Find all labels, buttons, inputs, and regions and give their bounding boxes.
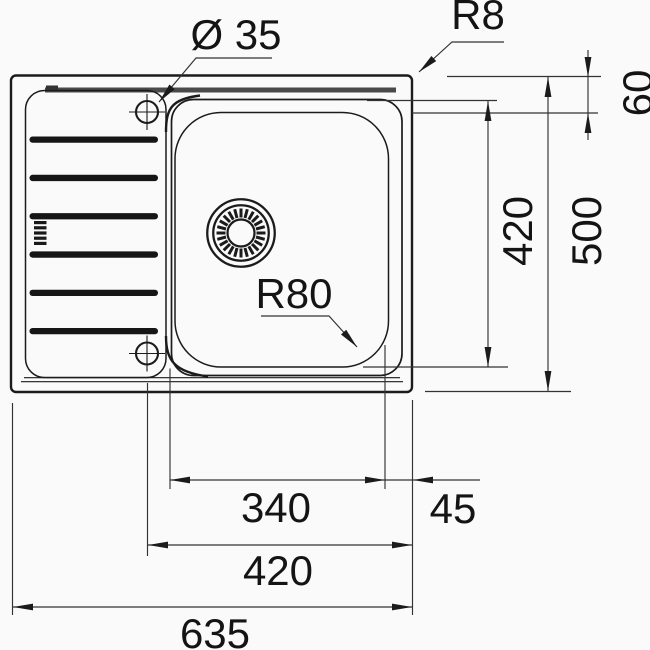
label-bowl-corner-radius: R80	[255, 270, 332, 317]
arrowhead	[341, 329, 357, 347]
arrowhead	[419, 56, 437, 72]
dim-label-500: 500	[563, 196, 610, 266]
drain-flange-inner	[212, 204, 270, 262]
drainboard-rib	[29, 328, 158, 335]
dim-label-420-bottom: 420	[243, 547, 313, 594]
sink-body	[9, 74, 414, 394]
drainboard-rib	[29, 289, 158, 296]
dim-label-60: 60	[614, 70, 650, 117]
deck-curve-top	[164, 94, 201, 133]
dim-label-420-right-wrap: 420	[494, 196, 541, 266]
rim-top-notch	[46, 85, 58, 90]
callout-tap-hole-diameter: Ø 35	[158, 11, 282, 103]
drainboard-outline	[24, 89, 167, 379]
arrowhead	[584, 113, 592, 133]
drainboard-rib	[29, 251, 158, 258]
leader-r80	[261, 315, 358, 348]
dim-label-340: 340	[241, 484, 311, 531]
arrowhead	[170, 476, 190, 484]
arrowhead	[484, 347, 492, 367]
bowl-bottom-edge-r80	[174, 111, 390, 368]
drainboard	[24, 89, 167, 379]
arrowhead	[392, 541, 412, 549]
brand-label-stripes	[34, 221, 47, 245]
dim-edge-offset-60: 60	[584, 50, 650, 140]
drainboard-rib	[29, 136, 158, 143]
callout-rim-corner-radius: R8	[418, 0, 505, 73]
dim-label-500-wrap: 500	[563, 196, 610, 266]
tap-hole-top	[129, 94, 165, 130]
dim-label-420-right: 420	[494, 196, 541, 266]
bowl	[170, 98, 403, 377]
arrowhead	[413, 476, 433, 484]
tap-hole-top-crosshair	[129, 94, 165, 130]
drain-knurl	[216, 208, 266, 258]
dim-label-60-wrap: 60	[614, 70, 650, 117]
drain-center-hole	[226, 218, 256, 248]
extension-lines	[11, 75, 601, 615]
arrowhead	[544, 77, 552, 97]
label-tap-hole-diameter: Ø 35	[190, 11, 281, 58]
tap-hole-bottom	[129, 335, 165, 372]
arrowhead	[148, 541, 168, 549]
bowl-opening-edge	[170, 98, 403, 377]
leader-o35	[158, 57, 272, 103]
dim-overall-width-635: 635	[13, 603, 412, 650]
drain	[206, 198, 276, 268]
dim-overall-depth-500: 500	[544, 77, 610, 391]
tap-hole-bottom-crosshair	[129, 335, 165, 372]
arrowhead	[365, 476, 385, 484]
label-rim-corner-radius: R8	[451, 0, 505, 38]
drain-flange-outer	[206, 198, 276, 268]
drainboard-rib	[29, 213, 158, 220]
arrowhead	[159, 84, 175, 102]
dim-bowl-length-420: 420	[484, 101, 541, 367]
arrowhead	[544, 371, 552, 391]
dim-label-635: 635	[180, 610, 250, 650]
arrowhead	[484, 101, 492, 121]
sink-outer-edge	[9, 74, 414, 394]
arrowhead	[392, 603, 412, 611]
arrowhead	[13, 603, 33, 611]
dim-bowl-section-420: 420	[148, 541, 412, 594]
dim-label-45: 45	[430, 485, 477, 532]
dim-bowl-width-340-and-gap-45: 340 45	[170, 476, 480, 532]
drainboard-rib	[29, 174, 158, 182]
callout-bowl-corner-radius: R80	[255, 270, 358, 348]
arrowhead	[584, 57, 592, 77]
